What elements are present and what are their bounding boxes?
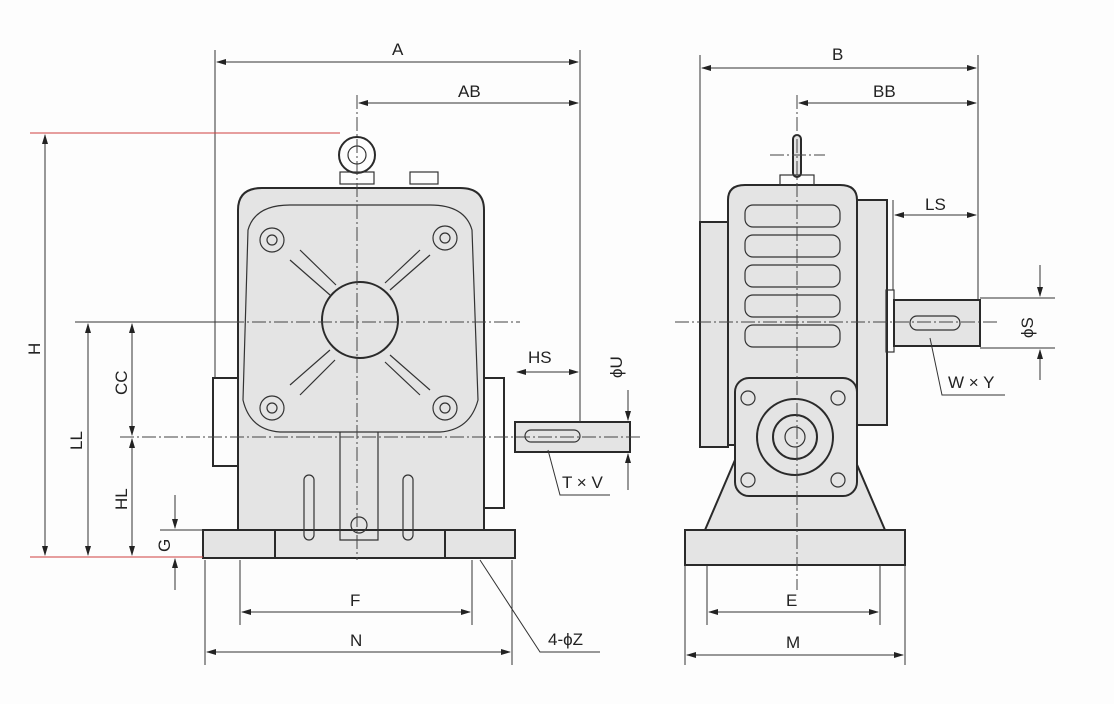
side-base	[684, 529, 906, 566]
dim-HL: HL	[112, 488, 131, 510]
dim-AB: AB	[458, 82, 481, 101]
dim-LS: LS	[925, 195, 946, 214]
dim-B: B	[832, 45, 843, 64]
dim-CC: CC	[112, 370, 131, 395]
dim-U: ϕU	[607, 356, 626, 378]
bolts	[259, 225, 458, 421]
dim-H: H	[25, 343, 44, 355]
dim-N: N	[350, 631, 362, 650]
dim-BB: BB	[873, 82, 896, 101]
dim-WxY: W × Y	[948, 373, 994, 392]
dim-Z: 4-ϕZ	[548, 630, 583, 649]
front-housing	[237, 187, 485, 531]
dim-G: G	[155, 539, 174, 552]
dim-A: A	[392, 40, 404, 59]
output-bore	[321, 281, 399, 359]
dim-LL: LL	[67, 431, 86, 450]
dim-E: E	[786, 591, 797, 610]
dim-F: F	[350, 591, 360, 610]
dim-M: M	[786, 633, 800, 652]
dim-TxV: T × V	[562, 473, 603, 492]
front-view: A AB H LL CC HL G HS ϕU T × V F N 4-ϕZ	[25, 40, 640, 665]
dim-S: ϕS	[1018, 317, 1037, 338]
output-shaft	[893, 299, 981, 347]
dim-HS: HS	[528, 348, 552, 367]
cooling-fins	[744, 204, 841, 348]
front-base	[202, 529, 516, 559]
side-view: B BB LS ϕS W × Y E M	[675, 45, 1055, 665]
